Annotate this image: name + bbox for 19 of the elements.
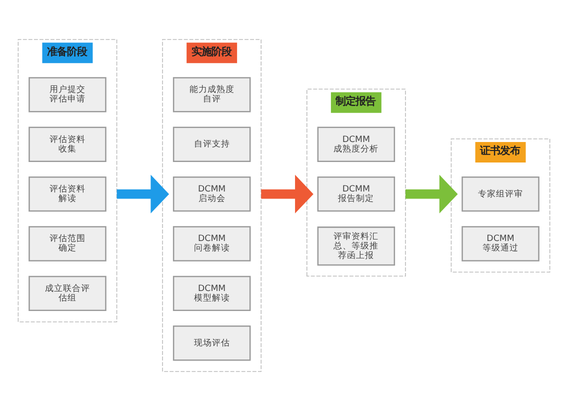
node-box: 成立联合评估组 [28, 276, 106, 312]
node-box: 评估范围确定 [28, 226, 106, 262]
node-box: DCMM问卷解读 [172, 226, 251, 262]
node-box: DCMM模型解读 [172, 276, 251, 312]
node-box: 用户提交评估申请 [28, 77, 106, 112]
node-box: 评审资料汇总、等级推荐函上报 [317, 226, 396, 266]
node-box: DCMM启动会 [172, 176, 251, 212]
node-box: DCMM成熟度分析 [317, 126, 396, 162]
node-box: 能力成熟度自评 [172, 77, 251, 112]
node-box: 自评支持 [172, 126, 251, 162]
arrow [116, 174, 170, 214]
node-box: DCMM等级通过 [462, 226, 540, 262]
node-box: DCMM报告制定 [317, 176, 396, 212]
arrow [261, 174, 314, 214]
node-box: 现场评估 [172, 326, 251, 361]
node-box: 评估资料收集 [28, 126, 106, 162]
node-box: 评估资料解读 [28, 176, 106, 212]
arrow [405, 174, 458, 214]
node-box: 专家组评审 [462, 176, 540, 212]
